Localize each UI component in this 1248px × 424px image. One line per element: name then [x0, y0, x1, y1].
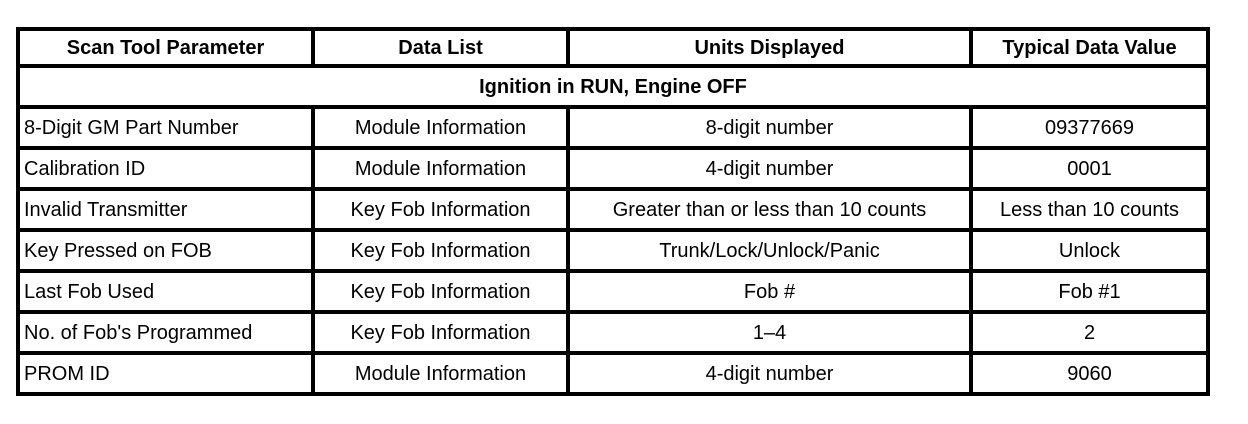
cell-units: 4-digit number: [566, 351, 973, 396]
cell-value: Fob #1: [969, 269, 1210, 314]
cell-units: Fob #: [566, 269, 973, 314]
cell-parameter: Calibration ID: [16, 146, 315, 191]
cell-value: 0001: [969, 146, 1210, 191]
cell-units: Greater than or less than 10 counts: [566, 187, 973, 232]
column-header-units: Units Displayed: [566, 27, 973, 68]
cell-value: 2: [969, 310, 1210, 355]
cell-data-list: Key Fob Information: [311, 228, 570, 273]
cell-parameter: 8-Digit GM Part Number: [16, 105, 315, 150]
header-row: Scan Tool Parameter Data List Units Disp…: [16, 27, 1210, 68]
table-row: Calibration ID Module Information 4-digi…: [16, 146, 1210, 191]
table-row: Key Pressed on FOB Key Fob Information T…: [16, 228, 1210, 273]
cell-value: Unlock: [969, 228, 1210, 273]
cell-data-list: Module Information: [311, 351, 570, 396]
table-row: Invalid Transmitter Key Fob Information …: [16, 187, 1210, 232]
section-title: Ignition in RUN, Engine OFF: [16, 64, 1210, 109]
page: Scan Tool Parameter Data List Units Disp…: [0, 27, 1248, 424]
column-header-value: Typical Data Value: [969, 27, 1210, 68]
cell-value: 9060: [969, 351, 1210, 396]
cell-parameter: Last Fob Used: [16, 269, 315, 314]
cell-units: 4-digit number: [566, 146, 973, 191]
cell-value: Less than 10 counts: [969, 187, 1210, 232]
table-row: PROM ID Module Information 4-digit numbe…: [16, 351, 1210, 396]
cell-value: 09377669: [969, 105, 1210, 150]
cell-parameter: PROM ID: [16, 351, 315, 396]
column-header-data-list: Data List: [311, 27, 570, 68]
cell-parameter: Invalid Transmitter: [16, 187, 315, 232]
cell-units: 1–4: [566, 310, 973, 355]
cell-data-list: Module Information: [311, 146, 570, 191]
cell-units: 8-digit number: [566, 105, 973, 150]
table-row: No. of Fob's Programmed Key Fob Informat…: [16, 310, 1210, 355]
table-row: Last Fob Used Key Fob Information Fob # …: [16, 269, 1210, 314]
cell-data-list: Key Fob Information: [311, 187, 570, 232]
scan-tool-data-table: Scan Tool Parameter Data List Units Disp…: [16, 27, 1210, 396]
cell-data-list: Key Fob Information: [311, 310, 570, 355]
cell-data-list: Module Information: [311, 105, 570, 150]
cell-parameter: Key Pressed on FOB: [16, 228, 315, 273]
cell-units: Trunk/Lock/Unlock/Panic: [566, 228, 973, 273]
cell-parameter: No. of Fob's Programmed: [16, 310, 315, 355]
table-row: 8-Digit GM Part Number Module Informatio…: [16, 105, 1210, 150]
column-header-parameter: Scan Tool Parameter: [16, 27, 315, 68]
section-header-row: Ignition in RUN, Engine OFF: [16, 64, 1210, 109]
cell-data-list: Key Fob Information: [311, 269, 570, 314]
